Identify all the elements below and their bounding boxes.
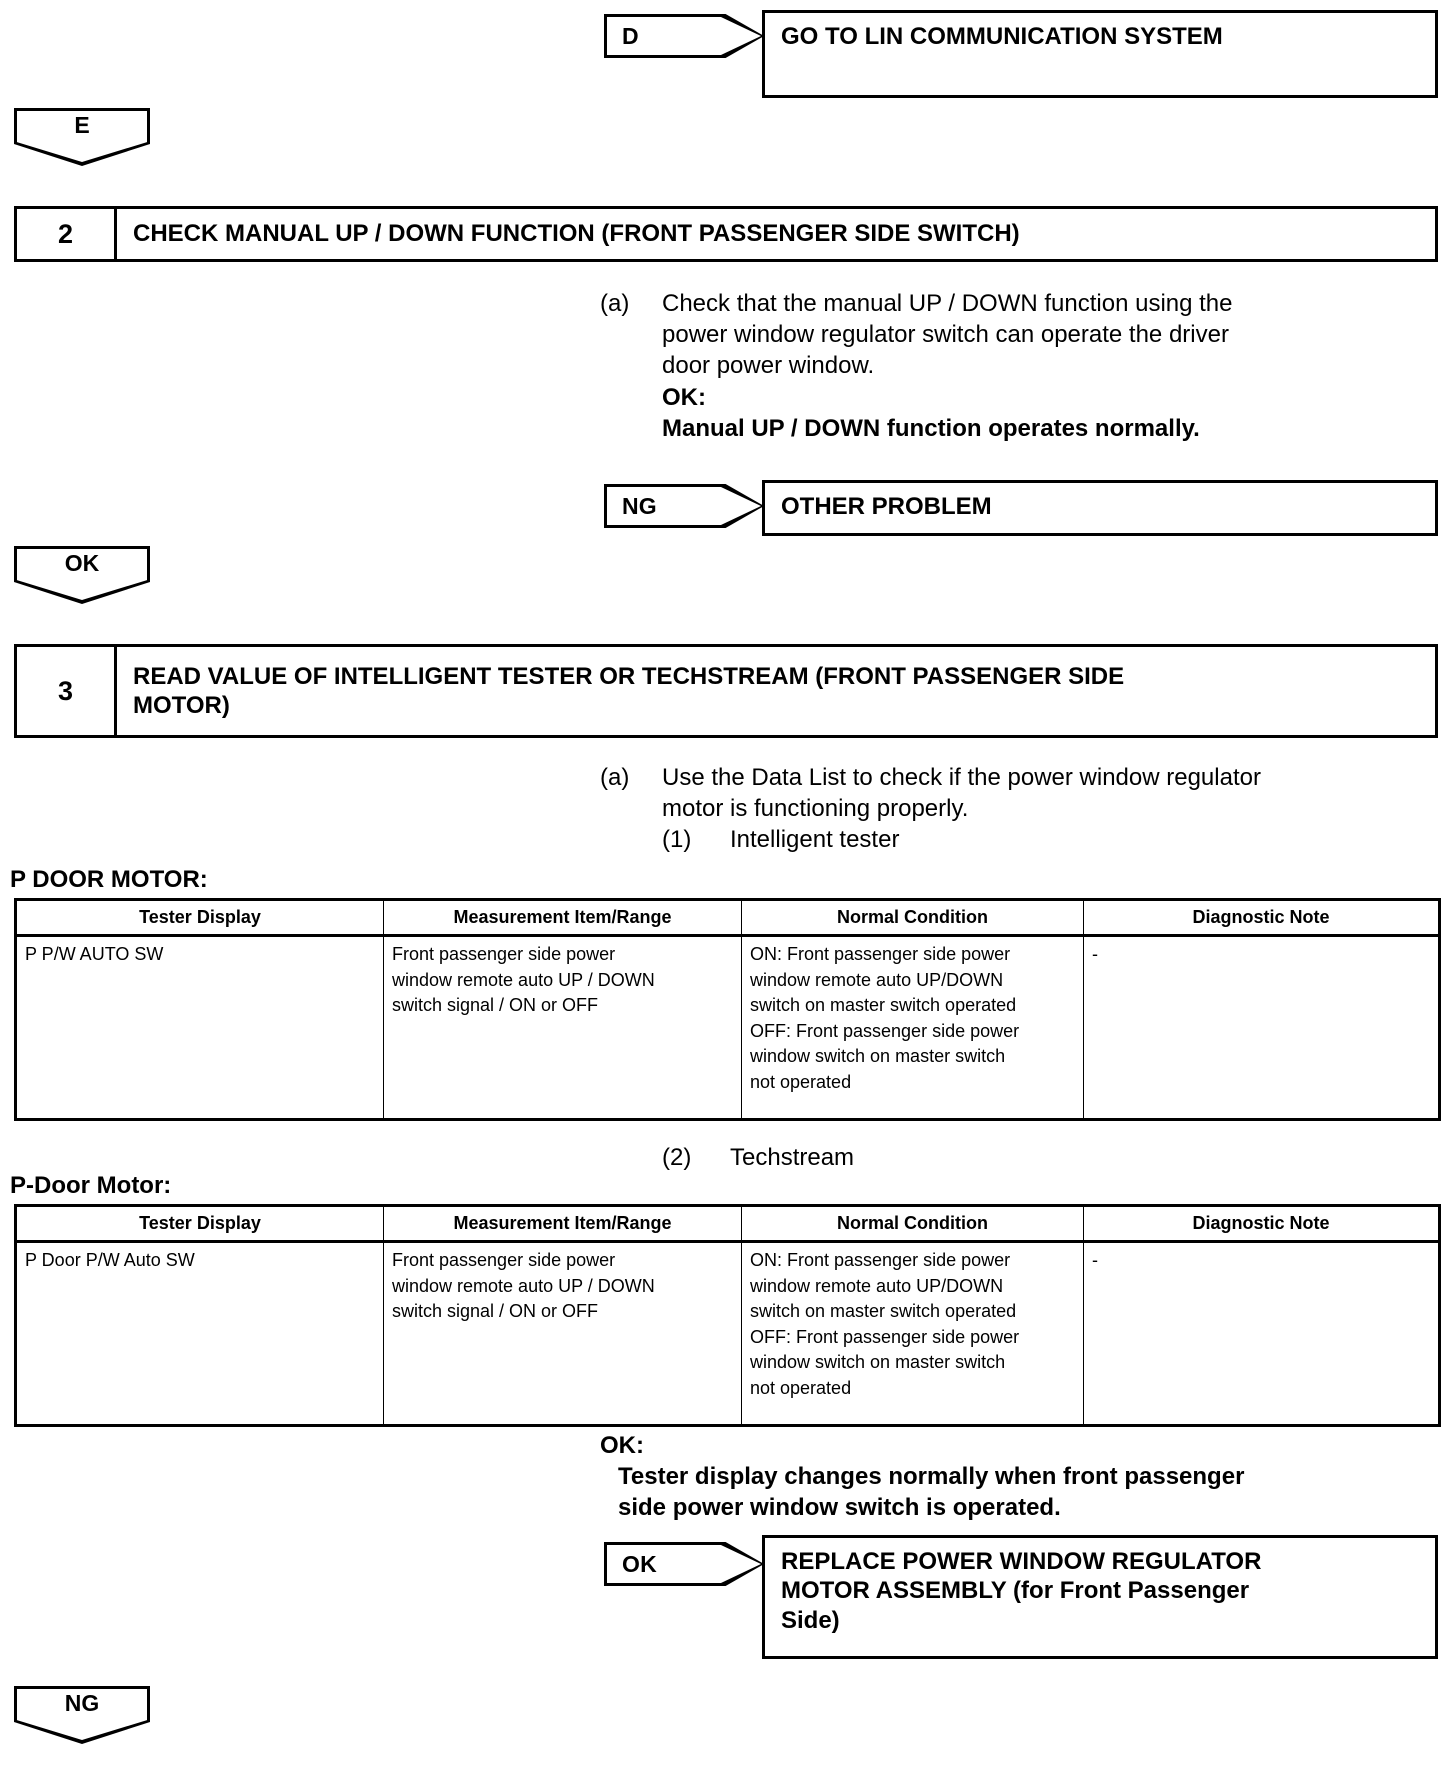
step-3-sub-2: (2) Techstream bbox=[662, 1142, 1262, 1173]
table-2-cell-diagnostic-note: - bbox=[1083, 1241, 1441, 1427]
connector-tag-e-label: E bbox=[74, 112, 90, 138]
step-3-ok-value-line-2: side power window switch is operated. bbox=[618, 1494, 1061, 1522]
step-3-instruction-marker: (a) bbox=[600, 764, 630, 791]
table-1-col-measurement: Measurement Item/Range bbox=[383, 898, 742, 937]
table-1-col-tester-display: Tester Display bbox=[14, 898, 384, 937]
result-box-other-problem-label: OTHER PROBLEM bbox=[781, 493, 992, 520]
table-2-col-normal-condition: Normal Condition bbox=[741, 1204, 1084, 1243]
result-box-replace-line-1: REPLACE POWER WINDOW REGULATOR bbox=[781, 1548, 1262, 1575]
table-2-normal-line-5: window switch on master switch bbox=[750, 1352, 1006, 1373]
table-1-normal-line-6: not operated bbox=[750, 1071, 852, 1092]
step-3-ok-criteria: OK: Tester display changes normally when… bbox=[600, 1430, 1440, 1524]
table-2-measurement-line-3: switch signal / ON or OFF bbox=[392, 1301, 599, 1322]
table-1-cell-measurement: Front passenger side power window remote… bbox=[383, 935, 742, 1121]
table-1-header-row: Tester Display Measurement Item/Range No… bbox=[14, 898, 1441, 937]
table-2-col-tester-display: Tester Display bbox=[14, 1204, 384, 1243]
table-2-caption: P-Door Motor: bbox=[10, 1172, 172, 1199]
step-2-title: CHECK MANUAL UP / DOWN FUNCTION (FRONT P… bbox=[133, 220, 1020, 248]
table-2-normal-line-4: OFF: Front passenger side power bbox=[750, 1326, 1020, 1347]
table-2-cell-tester-display: P Door P/W Auto SW bbox=[14, 1241, 384, 1427]
table-2-measurement-line-2: window remote auto UP / DOWN bbox=[392, 1275, 655, 1296]
result-box-replace-line-2: MOTOR ASSEMBLY (for Front Passenger bbox=[781, 1577, 1250, 1605]
result-box-replace-line-3: Side) bbox=[781, 1606, 840, 1634]
table-1-cell-diagnostic-note: - bbox=[1083, 935, 1441, 1121]
step-2-number: 2 bbox=[17, 209, 117, 259]
table-1-measurement-line-2: window remote auto UP / DOWN bbox=[392, 969, 655, 990]
step-2-instruction: (a) Check that the manual UP / DOWN func… bbox=[600, 288, 1440, 444]
step-3-ok-value-line-1: Tester display changes normally when fro… bbox=[618, 1463, 1245, 1491]
table-2-normal-line-1: ON: Front passenger side power bbox=[750, 1250, 1011, 1270]
step-2-instruction-line-1: Check that the manual UP / DOWN function… bbox=[662, 290, 1233, 317]
table-1-normal-line-1: ON: Front passenger side power bbox=[750, 944, 1011, 964]
step-3-sub-2-text: Techstream bbox=[730, 1144, 855, 1171]
connector-tag-d-label: D bbox=[622, 22, 639, 49]
connector-tag-d: D bbox=[604, 14, 764, 58]
table-p-door-motor-techstream: Tester Display Measurement Item/Range No… bbox=[14, 1204, 1441, 1427]
result-box-lin-communication-label: GO TO LIN COMMUNICATION SYSTEM bbox=[781, 23, 1223, 50]
table-1-measurement-line-1: Front passenger side power bbox=[392, 944, 616, 964]
connector-tag-ok-step3: OK bbox=[604, 1542, 764, 1586]
result-box-other-problem: OTHER PROBLEM bbox=[762, 480, 1438, 536]
table-2-header-row: Tester Display Measurement Item/Range No… bbox=[14, 1204, 1441, 1243]
step-2-header: 2 CHECK MANUAL UP / DOWN FUNCTION (FRONT… bbox=[14, 206, 1438, 262]
step-2-instruction-line-2: power window regulator switch can operat… bbox=[662, 321, 1229, 349]
table-2-normal-line-2: window remote auto UP/DOWN bbox=[750, 1275, 1004, 1296]
connector-tag-ng-step2: NG bbox=[604, 484, 764, 528]
table-1-caption: P DOOR MOTOR: bbox=[10, 866, 208, 893]
step-3-sub-2-marker: (2) bbox=[662, 1144, 692, 1171]
table-1-measurement-line-3: switch signal / ON or OFF bbox=[392, 995, 599, 1016]
step-3-ok-label: OK: bbox=[600, 1432, 644, 1459]
step-3-title-line-1: READ VALUE OF INTELLIGENT TESTER OR TECH… bbox=[133, 662, 1125, 690]
step-3-sub-1-text: Intelligent tester bbox=[730, 826, 900, 854]
table-2-normal-line-6: not operated bbox=[750, 1377, 852, 1398]
step-2-instruction-marker: (a) bbox=[600, 290, 630, 317]
table-1-cell-normal-condition: ON: Front passenger side power window re… bbox=[741, 935, 1084, 1121]
table-2-cell-normal-condition: ON: Front passenger side power window re… bbox=[741, 1241, 1084, 1427]
table-1-col-diagnostic-note: Diagnostic Note bbox=[1083, 898, 1441, 937]
table-1-normal-line-3: switch on master switch operated bbox=[750, 995, 1017, 1016]
step-3-number: 3 bbox=[17, 647, 117, 735]
result-box-lin-communication: GO TO LIN COMMUNICATION SYSTEM bbox=[762, 10, 1438, 98]
table-1-cell-tester-display: P P/W AUTO SW bbox=[14, 935, 384, 1121]
table-p-door-motor: Tester Display Measurement Item/Range No… bbox=[14, 898, 1441, 1121]
table-2-cell-measurement: Front passenger side power window remote… bbox=[383, 1241, 742, 1427]
result-box-replace-motor-assembly: REPLACE POWER WINDOW REGULATOR MOTOR ASS… bbox=[762, 1535, 1438, 1659]
step-2-ok-value: Manual UP / DOWN function operates norma… bbox=[662, 414, 1200, 442]
table-2-normal-line-3: switch on master switch operated bbox=[750, 1301, 1017, 1322]
step-3-title-line-2: MOTOR) bbox=[133, 692, 230, 719]
table-row: P Door P/W Auto SW Front passenger side … bbox=[14, 1241, 1441, 1427]
table-row: P P/W AUTO SW Front passenger side power… bbox=[14, 935, 1441, 1121]
table-1-normal-line-5: window switch on master switch bbox=[750, 1046, 1006, 1067]
table-1-normal-line-4: OFF: Front passenger side power bbox=[750, 1020, 1020, 1041]
table-2-col-measurement: Measurement Item/Range bbox=[383, 1204, 742, 1243]
step-3-header: 3 READ VALUE OF INTELLIGENT TESTER OR TE… bbox=[14, 644, 1438, 738]
connector-tag-ok-mid-label: OK bbox=[64, 550, 100, 576]
connector-tag-ok-step3-label: OK bbox=[622, 1550, 657, 1577]
step-3-instruction-line-2: motor is functioning properly. bbox=[662, 795, 969, 823]
step-3-instruction-line-1: Use the Data List to check if the power … bbox=[662, 764, 1261, 791]
step-2-instruction-line-3: door power window. bbox=[662, 352, 875, 380]
connector-tag-ng-bottom-label: NG bbox=[64, 1690, 100, 1716]
table-2-col-diagnostic-note: Diagnostic Note bbox=[1083, 1204, 1441, 1243]
step-3-sub-1-marker: (1) bbox=[662, 826, 692, 854]
step-2-ok-label: OK: bbox=[662, 383, 706, 411]
step-3-instruction: (a) Use the Data List to check if the po… bbox=[600, 762, 1440, 856]
table-2-measurement-line-1: Front passenger side power bbox=[392, 1250, 616, 1270]
table-1-col-normal-condition: Normal Condition bbox=[741, 898, 1084, 937]
connector-tag-ng-step2-label: NG bbox=[622, 492, 657, 519]
table-1-normal-line-2: window remote auto UP/DOWN bbox=[750, 969, 1004, 990]
